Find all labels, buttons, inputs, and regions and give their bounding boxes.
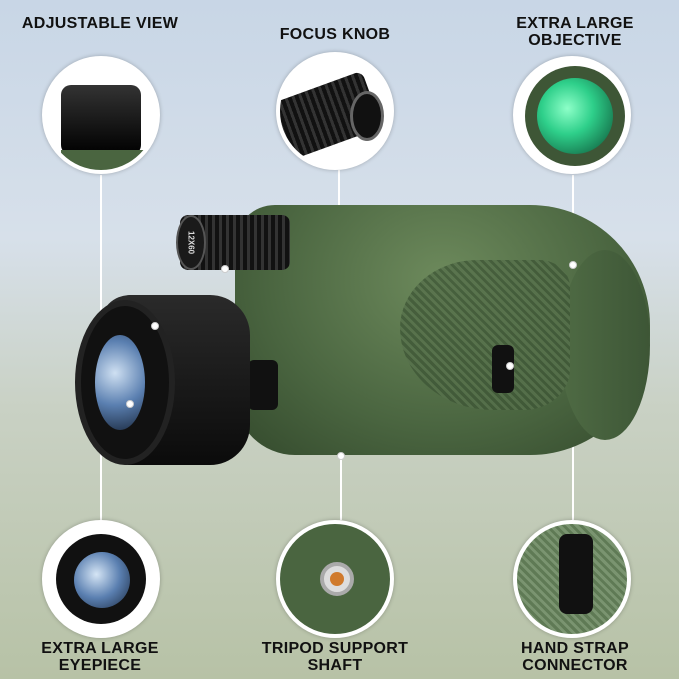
eyecup-image (61, 85, 141, 155)
callout-dot (506, 362, 514, 370)
brass-thread (330, 572, 344, 586)
knob-cap: 12X60 (176, 215, 206, 270)
hand-strap-connector (492, 345, 514, 393)
callout-line (340, 455, 342, 520)
detail-tripod-shaft (276, 520, 394, 638)
eyepiece-lens-image (74, 552, 130, 608)
callout-line (100, 400, 102, 520)
detail-adjustable-view (42, 56, 160, 174)
label-focus-knob: FOCUS KNOB (279, 26, 391, 43)
callout-dot (337, 452, 345, 460)
detail-focus-knob (276, 52, 394, 170)
callout-dot (126, 400, 134, 408)
label-adjustable-view: ADJUSTABLE VIEW (21, 15, 179, 32)
callout-line (100, 175, 102, 325)
label-extra-large-objective: EXTRA LARGE OBJECTIVE (516, 15, 634, 49)
label-hand-strap-connector: HAND STRAP CONNECTOR (521, 640, 629, 674)
label-extra-large-eyepiece: EXTRA LARGE EYEPIECE (41, 640, 159, 674)
strap-connector-image (559, 534, 593, 614)
detail-objective (513, 56, 631, 174)
body-image (61, 150, 151, 170)
grip-texture (400, 260, 570, 410)
detail-eyepiece (42, 520, 160, 638)
objective-barrel (560, 250, 650, 440)
eyepiece-lens (95, 335, 145, 430)
side-button (248, 360, 278, 410)
knob-cap-image (350, 91, 384, 141)
callout-dot (151, 322, 159, 330)
objective-lens (537, 78, 613, 154)
callout-dot (569, 261, 577, 269)
detail-hand-strap (513, 520, 631, 638)
label-tripod-support-shaft: TRIPOD SUPPORT SHAFT (261, 640, 409, 674)
callout-dot (221, 265, 229, 273)
